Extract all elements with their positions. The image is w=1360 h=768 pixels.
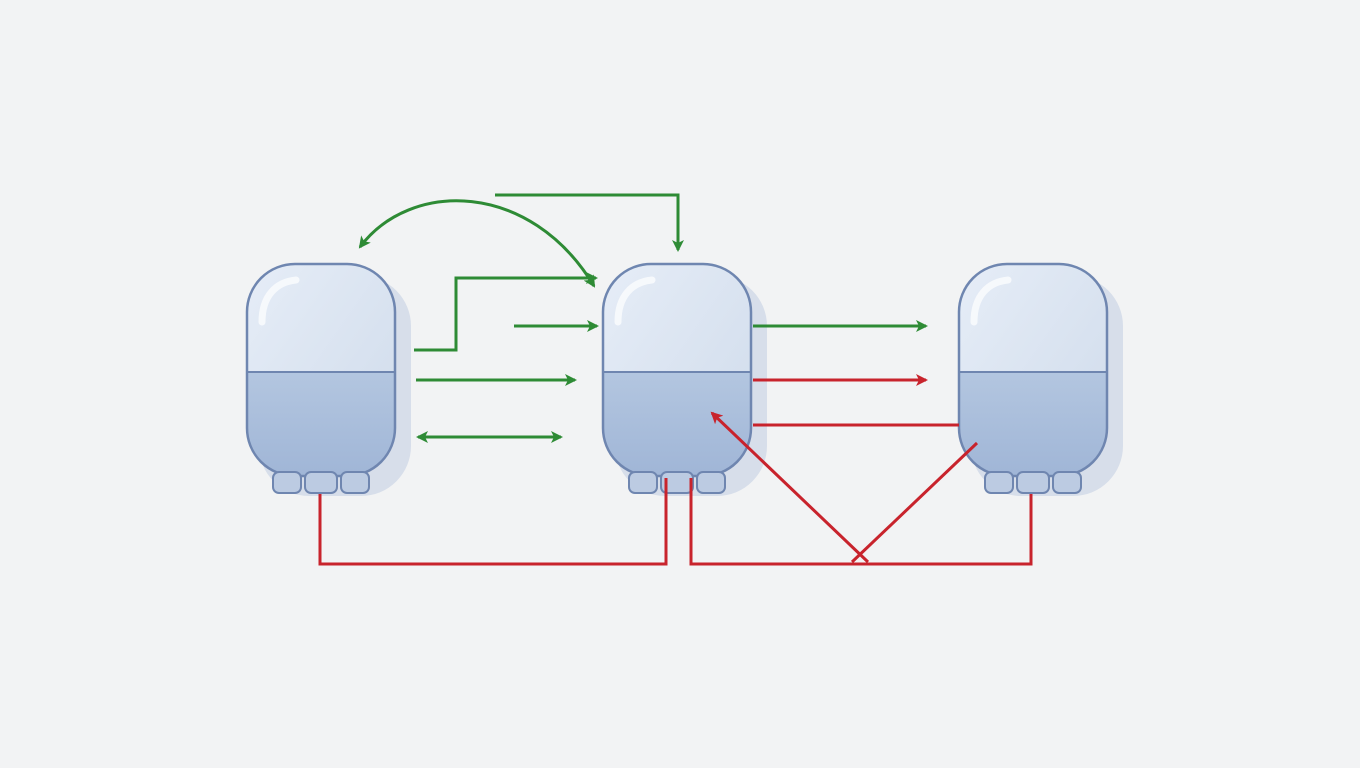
tank-highlight [258,276,300,326]
green-elbow-arrow [414,272,598,352]
tank-left [245,262,411,496]
green-connections [358,193,928,443]
red-diagonal-out-line [850,441,979,564]
tank-right [957,262,1123,496]
tank-liquid [247,372,395,476]
tank-middle [601,262,767,496]
red-connections [318,374,1033,566]
tank-liquid [603,372,751,476]
green-curved-double-arrow [358,199,596,288]
green-overhead-arrow [495,193,684,252]
tank-feet [984,471,1082,494]
tank-liquid [959,372,1107,476]
red-bottom-left-line [318,478,668,566]
tank-feet [272,471,370,494]
red-bottom-right-line [689,478,1033,566]
red-diagonal-in-arrow [710,411,870,564]
tank-highlight [614,276,656,326]
tank-highlight [970,276,1012,326]
tank-feet [628,471,726,494]
